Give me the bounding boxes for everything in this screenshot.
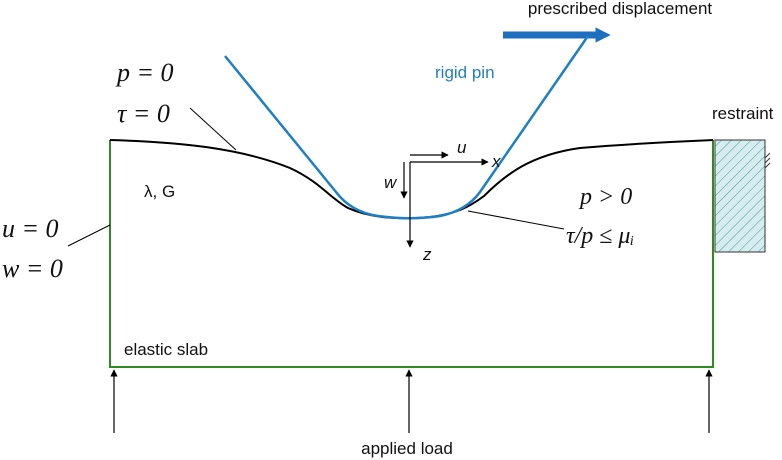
restraint-label: restraint — [712, 104, 774, 123]
friction-label: τ/p ≤ μᵢ — [566, 223, 634, 249]
prescribed-displacement-label: prescribed displacement — [528, 0, 713, 18]
p-zero-label: p = 0 — [115, 58, 174, 87]
lame-constants-label: λ, G — [144, 182, 175, 201]
z-axis-label: z — [422, 245, 432, 264]
u-zero-label: u = 0 — [2, 214, 59, 243]
applied-load-label: applied load — [361, 439, 453, 458]
w-zero-label: w = 0 — [2, 254, 63, 283]
contact-leader — [467, 210, 565, 230]
free-surface-leader — [189, 107, 237, 151]
slab-outline — [109, 140, 714, 368]
rigid-pin-label: rigid pin — [435, 63, 495, 82]
rigid-pin — [224, 35, 590, 220]
w-axis-label: w — [384, 173, 398, 192]
p-positive-label: p > 0 — [578, 184, 632, 210]
restraint-block — [714, 139, 766, 253]
restraint-hatch-marks — [764, 152, 771, 169]
tau-zero-label: τ = 0 — [117, 99, 170, 128]
u-axis-label: u — [457, 138, 467, 157]
fixed-edge-leader — [67, 224, 111, 247]
x-axis-label: x — [491, 152, 501, 171]
elastic-slab-label: elastic slab — [124, 340, 208, 359]
